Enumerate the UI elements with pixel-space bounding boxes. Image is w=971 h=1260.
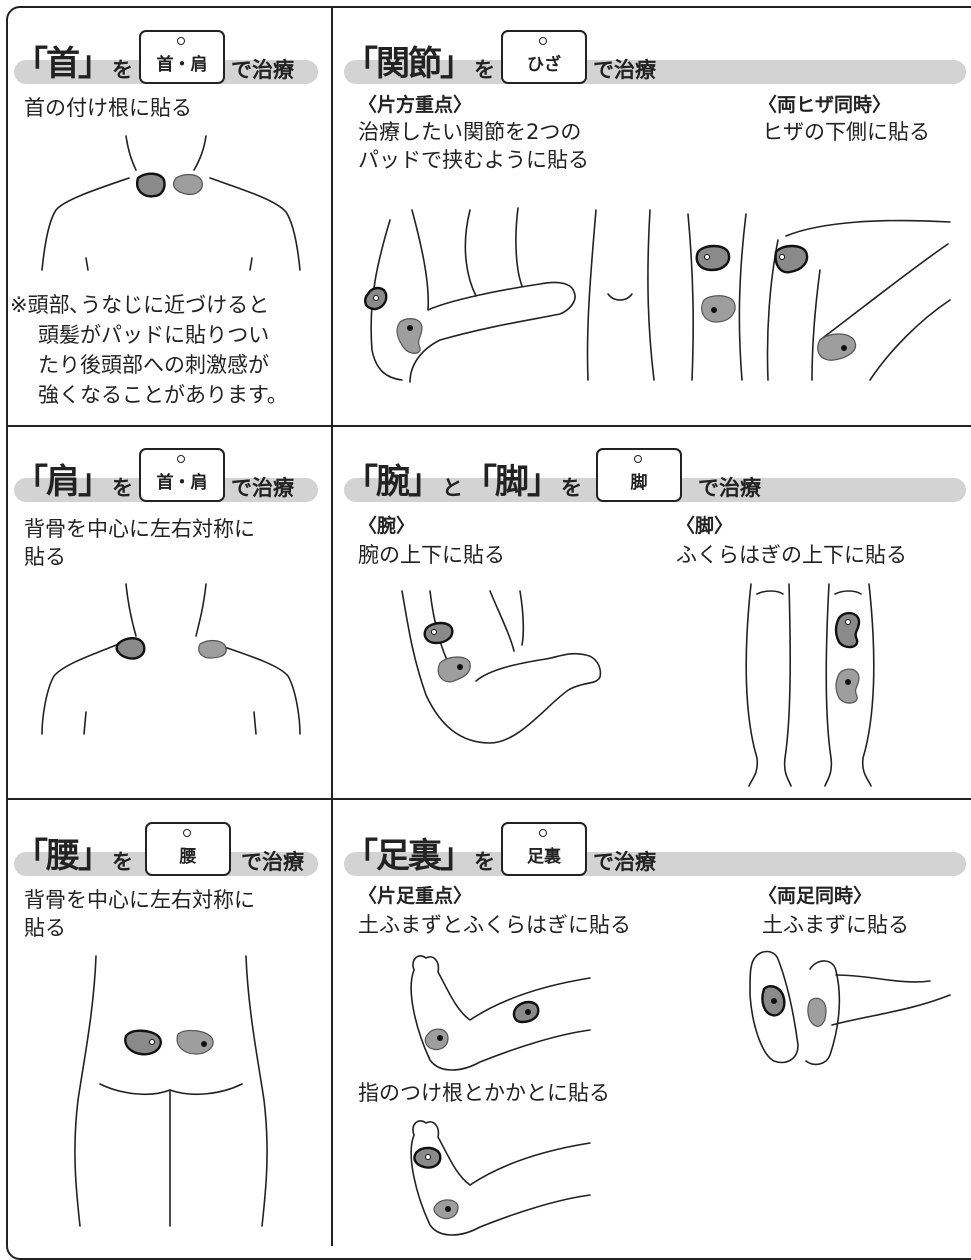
joint-title: 「関節」 bbox=[344, 44, 474, 84]
row-divider-1 bbox=[6, 425, 971, 427]
waist-title: 「腰」 bbox=[14, 836, 112, 876]
neck-illustration bbox=[41, 135, 301, 271]
sole-right-line: 土ふまずに貼る bbox=[762, 913, 909, 937]
button-hole-icon bbox=[177, 37, 185, 45]
waist-wo: を bbox=[112, 850, 133, 874]
arm-illustration bbox=[401, 590, 602, 744]
joint-left-line-1: 治療したい関節を2つの bbox=[358, 120, 582, 144]
shoulder-line-1: 背骨を中心に左右対称に bbox=[24, 517, 255, 541]
button-hole-icon bbox=[634, 455, 642, 463]
sole-extra-line: 指のつけ根とかかとに貼る bbox=[358, 1081, 610, 1105]
armleg-wo: を bbox=[561, 476, 582, 500]
sole-heading-band bbox=[344, 852, 966, 876]
joint-illustration bbox=[364, 207, 951, 383]
waist-illustration bbox=[74, 955, 268, 1227]
sole-mode-button: 足裏 bbox=[501, 822, 587, 876]
joint-left-line-2: パッドで挟むように貼る bbox=[358, 148, 589, 172]
column-divider bbox=[331, 6, 333, 1246]
sole-left-line: 土ふまずとふくらはぎに貼る bbox=[358, 913, 631, 937]
foot-toe-heel-illustration bbox=[410, 1120, 591, 1236]
shoulder-illustration bbox=[41, 583, 301, 735]
leg-illustration bbox=[745, 583, 875, 787]
arm-subtitle: 〈腕〉 bbox=[358, 515, 416, 537]
armleg-heading: 「腕」 と 「脚」 を 脚 で治療 bbox=[344, 448, 761, 502]
neck-instruction: 首の付け根に貼る bbox=[24, 96, 192, 120]
row-divider-2 bbox=[6, 798, 971, 800]
neck-note-2: 頭髪がパッドに貼りつい bbox=[38, 323, 270, 347]
joint-heading-band bbox=[344, 60, 966, 84]
armleg-tail: で治療 bbox=[698, 476, 761, 500]
neck-note-1: ※頭部､うなじに近づけると bbox=[10, 293, 270, 317]
leg-subtitle: 〈脚〉 bbox=[676, 515, 734, 537]
neck-tail: で治療 bbox=[231, 58, 294, 82]
waist-mode-button: 腰 bbox=[145, 822, 231, 876]
button-hole-icon bbox=[183, 829, 191, 837]
armleg-to: と bbox=[442, 476, 463, 500]
leg-title: 「脚」 bbox=[463, 462, 561, 502]
neck-heading: 「首」 を 首・肩 で治療 bbox=[14, 30, 294, 84]
button-hole-icon bbox=[539, 37, 547, 45]
waist-line-1: 背骨を中心に左右対称に bbox=[24, 888, 255, 912]
waist-heading: 「腰」 を 腰 で治療 bbox=[14, 822, 304, 876]
button-hole-icon bbox=[539, 829, 547, 837]
joint-tail: で治療 bbox=[593, 58, 656, 82]
shoulder-heading: 「肩」 を 首・肩 で治療 bbox=[14, 448, 294, 502]
joint-heading: 「関節」 を ひざ で治療 bbox=[344, 30, 656, 84]
button-hole-icon bbox=[177, 455, 185, 463]
shoulder-wo: を bbox=[112, 476, 133, 500]
neck-note-4: 強くなることがあります。 bbox=[38, 383, 288, 407]
both-feet-illustration bbox=[749, 950, 951, 1066]
arm-title: 「腕」 bbox=[344, 462, 442, 502]
waist-tail: で治療 bbox=[241, 850, 304, 874]
neck-title: 「首」 bbox=[14, 44, 112, 84]
sole-left-subtitle: 〈片足重点〉 bbox=[358, 885, 473, 907]
foot-arch-calf-illustration bbox=[410, 955, 591, 1071]
shoulder-title: 「肩」 bbox=[14, 462, 112, 502]
joint-wo: を bbox=[474, 58, 495, 82]
joint-right-subtitle: 〈両ヒザ同時〉 bbox=[758, 94, 892, 116]
leg-mode-button: 脚 bbox=[596, 448, 682, 502]
arm-line: 腕の上下に貼る bbox=[358, 543, 505, 567]
shoulder-tail: で治療 bbox=[231, 476, 294, 500]
sole-tail: で治療 bbox=[593, 850, 656, 874]
leg-line: ふくらはぎの上下に貼る bbox=[676, 543, 907, 567]
neck-shoulder-mode-button-2: 首・肩 bbox=[139, 448, 225, 502]
sole-wo: を bbox=[474, 850, 495, 874]
shoulder-line-2: 貼る bbox=[24, 545, 66, 569]
knee-mode-button: ひざ bbox=[501, 30, 587, 84]
joint-left-subtitle: 〈片方重点〉 bbox=[358, 94, 473, 116]
neck-shoulder-mode-button: 首・肩 bbox=[139, 30, 225, 84]
sole-heading: 「足裏」 を 足裏 で治療 bbox=[344, 822, 656, 876]
joint-right-line-1: ヒザの下側に貼る bbox=[762, 120, 930, 144]
waist-line-2: 貼る bbox=[24, 916, 66, 940]
neck-wo: を bbox=[112, 58, 133, 82]
sole-right-subtitle: 〈両足同時〉 bbox=[758, 885, 873, 907]
sole-title: 「足裏」 bbox=[344, 836, 474, 876]
neck-note-3: たり後頭部への刺激感が bbox=[38, 353, 269, 377]
